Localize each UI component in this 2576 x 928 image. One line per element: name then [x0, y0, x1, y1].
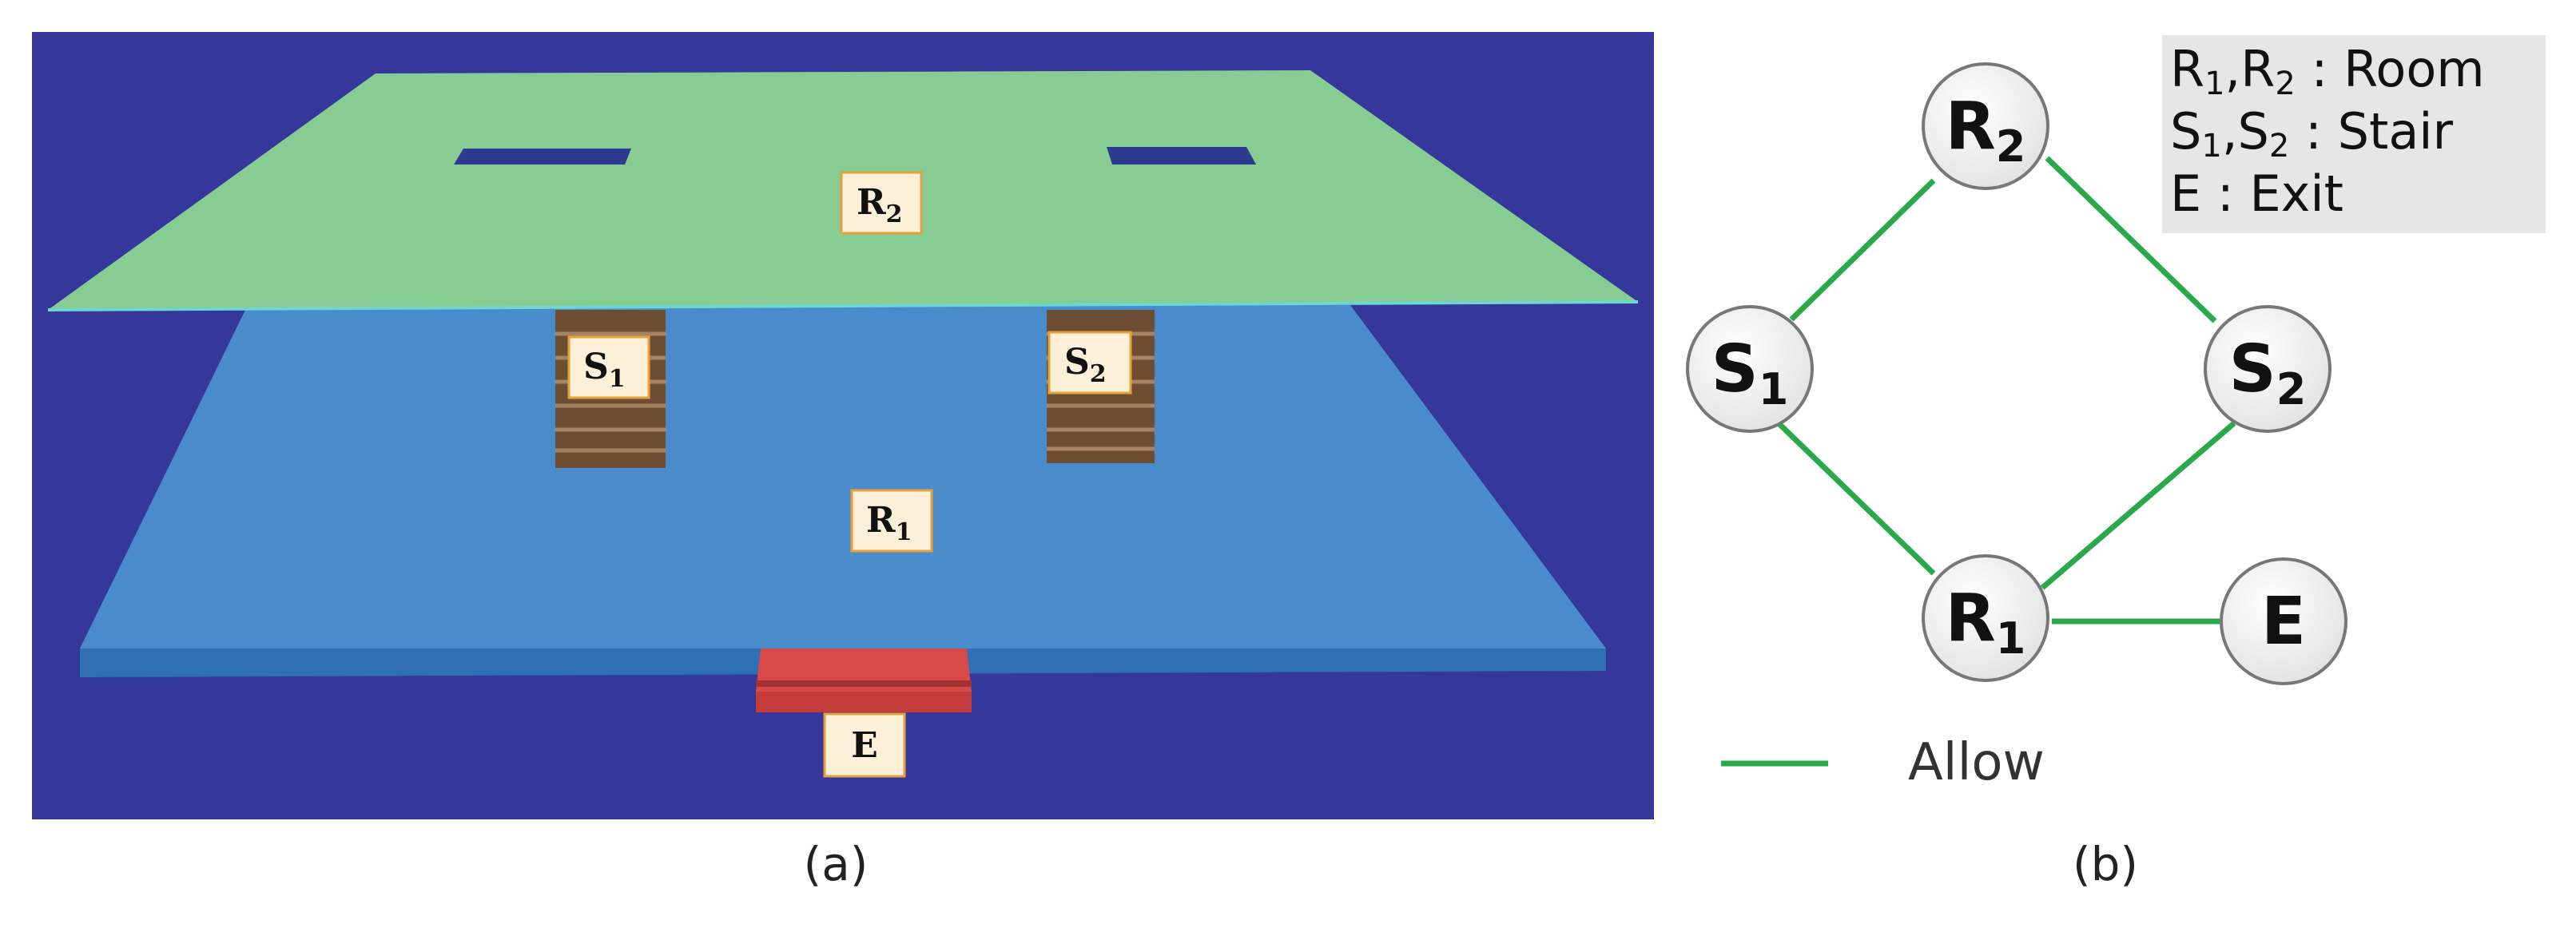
edge-s2-r1: [2040, 421, 2236, 590]
label-s1: S1: [567, 335, 650, 399]
node-r1: R1: [1922, 554, 2049, 682]
stair-opening-left: [454, 149, 631, 165]
caption-b: (b): [2073, 837, 2138, 891]
label-e-text: E: [851, 725, 878, 766]
svg-text:R1: R1: [866, 500, 912, 546]
label-s1-sub: 1: [609, 365, 626, 393]
exit-block: [756, 648, 972, 712]
node-r2: R2: [1922, 62, 2049, 190]
svg-text:S1: S1: [1711, 331, 1789, 414]
node-r2-main: R: [1946, 89, 1996, 165]
legend-allow-label: Allow: [1908, 733, 2045, 792]
label-r1-main: R: [866, 500, 896, 541]
edge-r2-s1: [1789, 178, 1936, 322]
stair-opening-right: [1107, 147, 1256, 165]
label-r2-sub: 2: [886, 200, 903, 228]
key-line-stair: S1,S2 : Stair: [2170, 102, 2454, 165]
node-r1-sub: 1: [1996, 613, 2026, 664]
node-s1-main: S: [1711, 331, 1759, 407]
label-r2-main: R: [857, 182, 886, 223]
upper-floor-edge: [47, 300, 1639, 311]
node-s1-sub: 1: [1759, 364, 1789, 414]
lower-floor-surface: [80, 305, 1606, 648]
svg-text:S1: S1: [583, 347, 626, 393]
label-s2-main: S: [1064, 342, 1090, 383]
node-e: E: [2220, 557, 2347, 685]
node-s1: S1: [1686, 305, 1814, 433]
label-r1: R1: [850, 489, 933, 553]
edge-s1-r1: [1776, 421, 1936, 576]
legend: Allow: [1721, 733, 2045, 792]
caption-a: (a): [804, 837, 869, 891]
node-s2-main: S: [2229, 331, 2276, 407]
svg-text:R2: R2: [857, 182, 902, 228]
panel-b-graph: R2 S1 S2 R1 E R1,R2 : Room S1,S2 : Stair…: [1686, 35, 2546, 792]
key-line-room: R1,R2 : Room: [2170, 40, 2485, 102]
key-box: R1,R2 : Room S1,S2 : Stair E : Exit: [2162, 35, 2546, 233]
label-s1-main: S: [583, 347, 609, 387]
label-r2: R2: [840, 171, 923, 235]
edge-r2-s2: [2045, 156, 2217, 323]
svg-text:R2: R2: [1946, 89, 2026, 172]
svg-text:S2: S2: [2229, 331, 2307, 414]
node-s2: S2: [2204, 305, 2332, 433]
label-s2: S2: [1047, 331, 1132, 395]
label-s2-sub: 2: [1090, 360, 1107, 388]
label-e: E: [823, 712, 906, 778]
node-e-main: E: [2261, 584, 2306, 660]
svg-text:R1: R1: [1946, 581, 2026, 664]
label-r1-sub: 1: [896, 518, 912, 546]
node-s2-sub: 2: [2276, 364, 2307, 414]
node-r2-sub: 2: [1996, 121, 2026, 172]
node-r1-main: R: [1946, 581, 1996, 656]
svg-text:S2: S2: [1064, 342, 1107, 388]
panel-a-3d-scene: R2 S1 S2 R1 E: [32, 32, 1654, 819]
key-line-exit: E : Exit: [2170, 165, 2343, 223]
